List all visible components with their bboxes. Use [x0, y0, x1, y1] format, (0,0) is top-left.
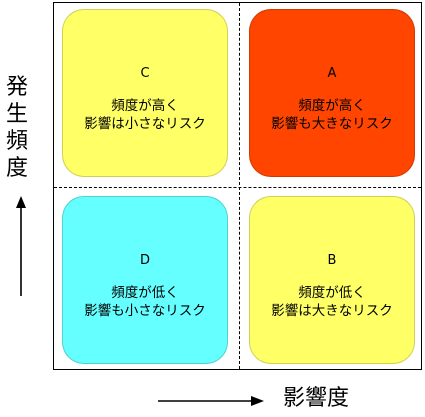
quadrant-description: 頻度が低く 影響も小さなリスク: [84, 284, 206, 320]
quadrant-description: 頻度が高く 影響も大きなリスク: [271, 97, 393, 133]
y-axis-label-char: 頻: [5, 129, 28, 154]
y-axis-label: 発 生 頻 度: [2, 74, 32, 182]
quadrant-d: D 頻度が低く 影響も小さなリスク: [62, 196, 228, 364]
quadrant-c: C 頻度が高く 影響は小さなリスク: [62, 9, 228, 177]
y-axis-label-char: 発: [5, 75, 28, 100]
quadrant-description-line: 影響は小さなリスク: [84, 116, 206, 132]
quadrant-description-line: 影響も大きなリスク: [271, 116, 393, 132]
quadrant-b: B 頻度が低く 影響は大きなリスク: [249, 196, 415, 364]
horizontal-divider: [54, 187, 421, 188]
risk-matrix: C 頻度が高く 影響は小さなリスク A 頻度が高く 影響も大きなリスク D 頻度…: [53, 2, 422, 370]
y-axis-arrow-icon: [16, 196, 26, 296]
quadrant-description-line: 影響は大きなリスク: [271, 303, 393, 319]
quadrant-code: D: [139, 253, 150, 268]
quadrant-a: A 頻度が高く 影響も大きなリスク: [249, 9, 415, 177]
y-axis-label-char: 度: [5, 156, 28, 181]
x-axis-label: 影響度: [283, 386, 350, 411]
quadrant-code: C: [140, 66, 150, 81]
quadrant-code: A: [327, 66, 337, 81]
quadrant-description: 頻度が高く 影響は小さなリスク: [84, 97, 206, 133]
quadrant-description-line: 影響も小さなリスク: [84, 303, 206, 319]
vertical-divider: [239, 3, 240, 369]
quadrant-description: 頻度が低く 影響は大きなリスク: [271, 284, 393, 320]
quadrant-description-line: 頻度が低く: [111, 285, 179, 301]
quadrant-description-line: 頻度が低く: [298, 285, 366, 301]
quadrant-description-line: 頻度が高く: [111, 98, 179, 114]
quadrant-code: B: [327, 253, 337, 268]
y-axis-label-char: 生: [5, 102, 28, 127]
quadrant-description-line: 頻度が高く: [298, 98, 366, 114]
x-axis-arrow-icon: [158, 396, 264, 406]
